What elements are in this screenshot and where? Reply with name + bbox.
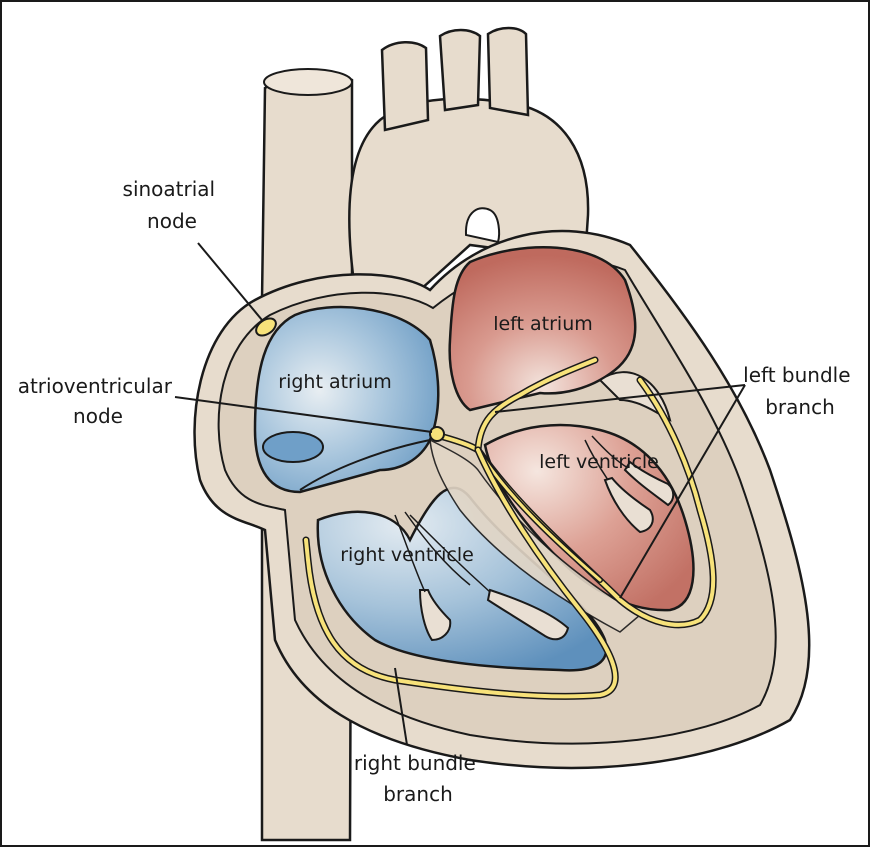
left-ventricle-label: left ventricle xyxy=(539,451,659,473)
sinoatrial-pointer xyxy=(198,243,262,320)
aortic-branch-3 xyxy=(488,28,528,115)
atrioventricular-label: atrioventricular node xyxy=(18,374,179,428)
aortic-branch-2 xyxy=(440,30,480,110)
left-atrium-label: left atrium xyxy=(493,313,593,335)
vena-cava-opening xyxy=(264,69,352,95)
left-bundle-branch-label: left bundle branch xyxy=(743,363,857,419)
coronary-sinus-opening xyxy=(263,432,323,462)
right-ventricle-label: right ventricle xyxy=(340,544,474,566)
sinoatrial-label: sinoatrial node xyxy=(123,177,222,233)
aortic-arch-gap xyxy=(466,208,499,242)
right-bundle-branch-label: right bundle branch xyxy=(354,751,482,806)
right-atrium-label: right atrium xyxy=(278,371,391,393)
aortic-branch-1 xyxy=(382,42,428,130)
atrioventricular-node xyxy=(430,427,444,441)
